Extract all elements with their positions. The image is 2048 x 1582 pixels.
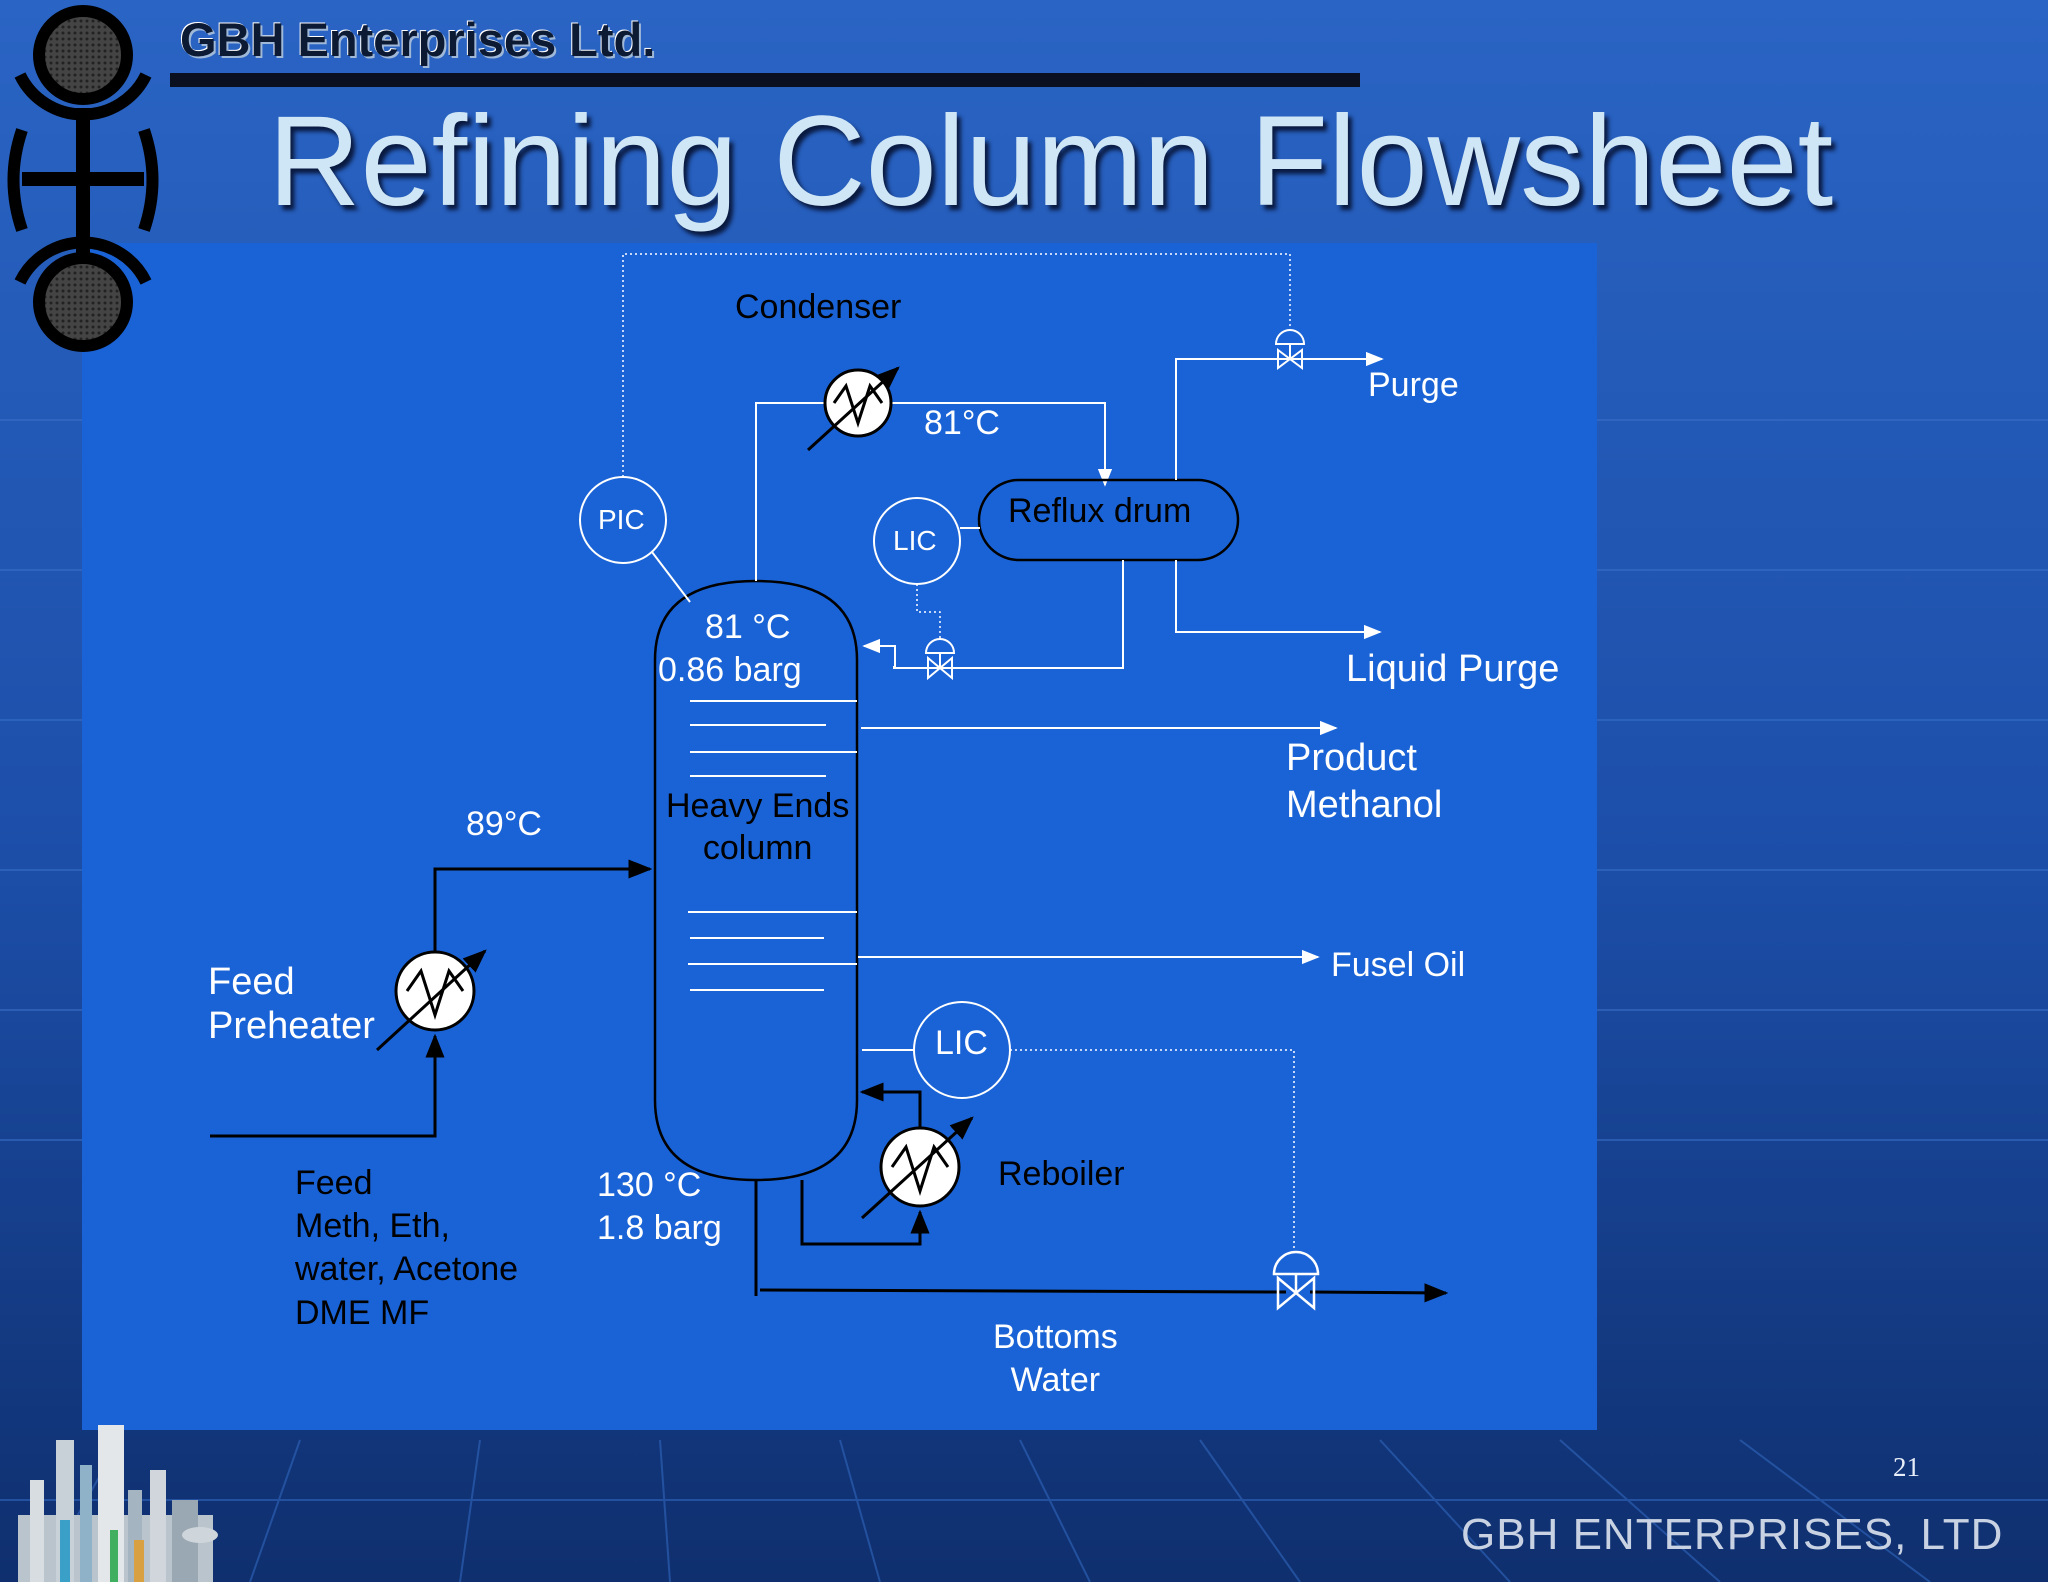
reflux-control-valve (924, 638, 956, 681)
reboiler-exchanger (860, 1116, 974, 1220)
column-name-label: Heavy Ends column (666, 787, 850, 868)
condenser-outlet-temp: 81°C (924, 404, 1000, 442)
column-top-pressure: 0.86 barg (658, 651, 802, 689)
condenser-label: Condenser (735, 288, 902, 326)
feed-temp-label: 89°C (466, 805, 542, 843)
plant-illustration (18, 1425, 218, 1582)
heavy-ends-column (653, 579, 859, 1182)
page-number: 21 (1893, 1452, 1920, 1482)
bottoms-control-valve (1272, 1250, 1320, 1311)
company-logo (7, 5, 159, 352)
bottoms-water-label: Bottoms Water (993, 1318, 1118, 1400)
reflux-drum (977, 478, 1240, 562)
liquid-purge-label: Liquid Purge (1346, 648, 1560, 690)
product-methanol-label: Product Methanol (1286, 737, 1443, 827)
lic-bottom-label: LIC (935, 1024, 988, 1062)
column-bottom-pressure: 1.8 barg (597, 1209, 722, 1247)
column-top-temp: 81 °C (705, 608, 791, 646)
reflux-drum-label: Reflux drum (1008, 492, 1192, 530)
page-title: Refining Column Flowsheet (268, 90, 1834, 233)
pic-label: PIC (598, 504, 645, 535)
column-bottom-temp: 130 °C (597, 1166, 702, 1204)
purge-label: Purge (1368, 366, 1459, 404)
condenser-exchanger (806, 366, 900, 452)
lic-top-label: LIC (893, 525, 937, 556)
company-name: GBH Enterprises Ltd. (180, 13, 656, 66)
fusel-oil-label: Fusel Oil (1331, 946, 1466, 984)
footer-company: GBH ENTERPRISES, LTD (1461, 1510, 2004, 1559)
feed-preheater-label: Feed Preheater (208, 961, 375, 1048)
feed-preheater-exchanger (375, 949, 487, 1052)
feed-composition-label: Feed Meth, Eth, water, Acetone DME MF (295, 1164, 519, 1332)
purge-control-valve (1274, 329, 1306, 370)
reboiler-label: Reboiler (998, 1155, 1125, 1193)
